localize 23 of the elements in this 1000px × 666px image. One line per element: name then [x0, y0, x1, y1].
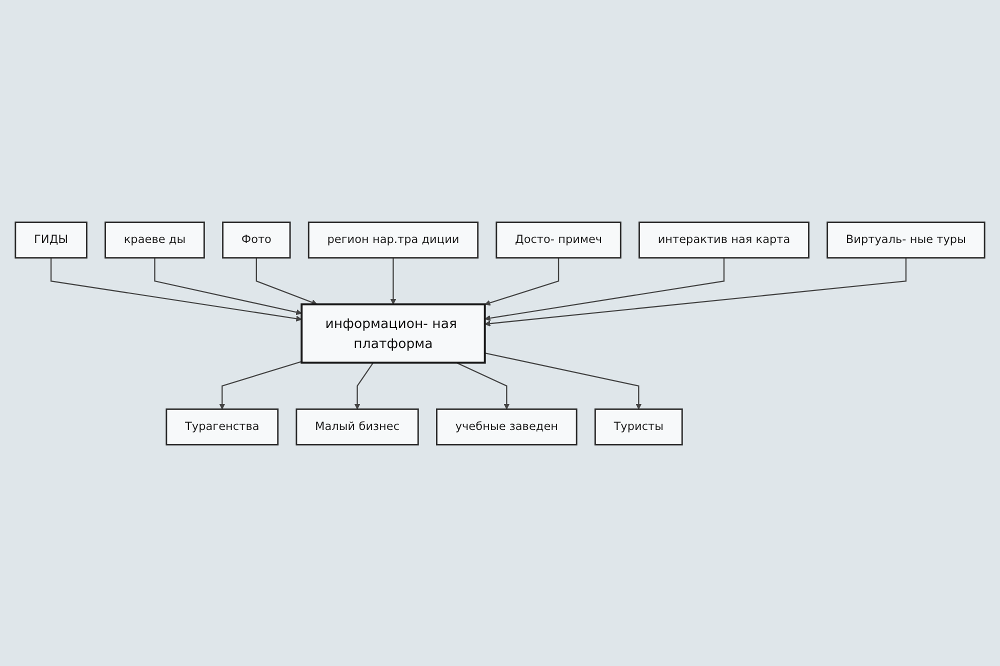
node-box: информацион- ная платформа — [300, 302, 486, 364]
arrow — [219, 360, 302, 409]
node-box: Турагенства — [166, 408, 279, 445]
node-box: учебные заведен — [436, 408, 578, 445]
arrow — [456, 362, 510, 409]
arrow — [256, 257, 318, 305]
node-box: Туристы — [594, 408, 683, 445]
node-box: ГИДЫ — [14, 221, 88, 258]
node-box: Малый бизнес — [296, 408, 419, 445]
node-box: краеве ды — [104, 221, 205, 258]
node-box: Досто- примеч — [496, 221, 622, 258]
arrow — [484, 257, 907, 326]
arrow — [354, 362, 374, 409]
arrow — [484, 352, 642, 409]
node-box: Виртуаль- ные туры — [826, 221, 986, 258]
arrow — [154, 257, 302, 315]
node-box: Фото — [222, 221, 291, 258]
arrow — [484, 257, 725, 321]
node-box: интерактив ная карта — [638, 221, 810, 258]
arrow — [390, 257, 396, 304]
arrow — [484, 257, 560, 306]
arrow — [50, 257, 302, 322]
node-box: регион нар.тра диции — [308, 221, 479, 258]
